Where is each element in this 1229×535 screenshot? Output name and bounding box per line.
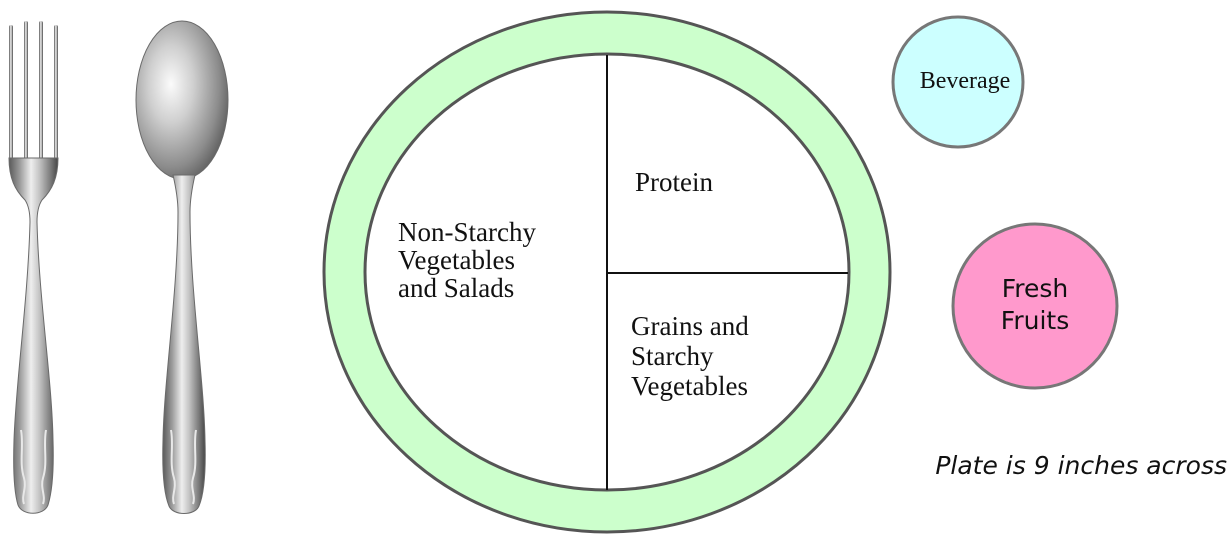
protein-label: Protein	[635, 167, 713, 198]
fruits-label: Fresh Fruits	[955, 273, 1115, 337]
beverage-label: Beverage	[905, 66, 1025, 96]
fork-icon	[9, 21, 58, 513]
vegetables-label: Non-Starchy Vegetables and Salads	[398, 218, 536, 302]
grains-label: Grains and Starchy Vegetables	[631, 311, 749, 401]
plate-size-caption: Plate is 9 inches across	[877, 451, 1227, 481]
spoon-icon	[136, 21, 228, 514]
